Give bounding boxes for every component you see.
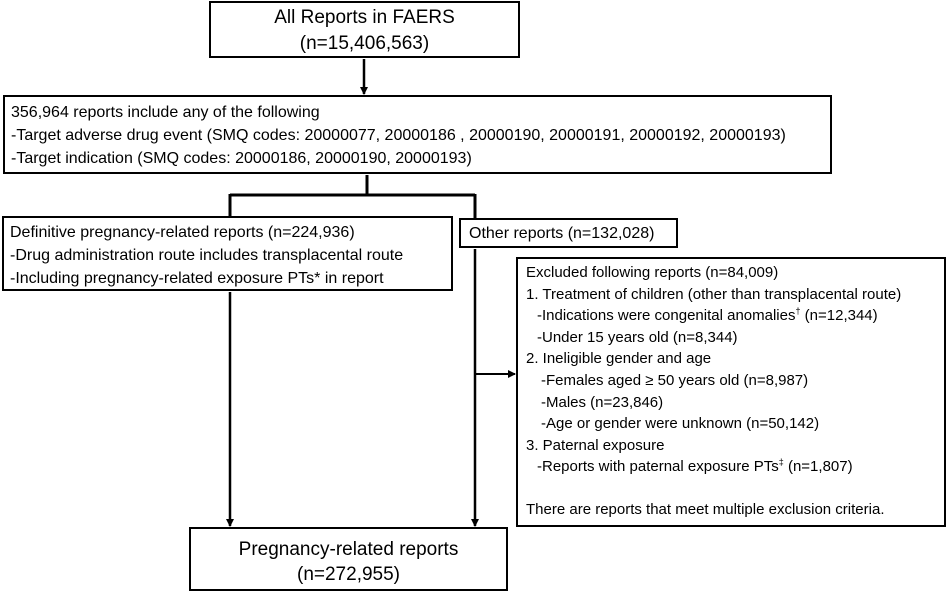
exclusion-paternal: 3. Paternal exposure (526, 436, 665, 454)
double-dagger-mark: ‡ (778, 457, 784, 468)
exclusion-under-15: -Under 15 years old (n=8,344) (537, 328, 738, 346)
exclusion-females-50: -Females aged ≥ 50 years old (n=8,987) (541, 371, 809, 389)
exclusion-gender-age: 2. Ineligible gender and age (526, 350, 712, 368)
excluded-reports-box: Excluded following reports (n=84,009) 1.… (516, 257, 946, 527)
other-reports-box: Other reports (n=132,028) (459, 218, 678, 248)
all-reports-count: (n=15,406,563) (299, 33, 430, 54)
exclusion-note: There are reports that meet multiple exc… (526, 500, 885, 518)
pregnancy-exposure-criterion: -Including pregnancy-related exposure PT… (10, 270, 384, 287)
pregnancy-related-count: (n=272,955) (297, 564, 400, 585)
definitive-reports-title: Definitive pregnancy-related reports (n=… (10, 224, 355, 241)
other-reports-title: Other reports (n=132,028) (469, 225, 655, 242)
pregnancy-related-title: Pregnancy-related reports (238, 539, 459, 560)
exclusion-children: 1. Treatment of children (other than tra… (526, 285, 902, 303)
included-reports-box: 356,964 reports include any of the follo… (3, 95, 832, 174)
exclusion-paternal-pts: -Reports with paternal exposure PTs‡ (n=… (526, 456, 944, 478)
exclusion-congenital-anomalies: -Indications were congenital anomalies† … (526, 305, 944, 327)
target-indication-criteria: -Target indication (SMQ codes: 20000186,… (11, 150, 472, 167)
included-reports-title: 356,964 reports include any of the follo… (11, 104, 320, 121)
dagger-mark: † (795, 306, 801, 317)
definitive-reports-box: Definitive pregnancy-related reports (n=… (2, 216, 453, 291)
exclusion-congenital-text: -Indications were congenital anomalies (537, 307, 796, 325)
transplacental-route-criterion: -Drug administration route includes tran… (10, 247, 404, 264)
exclusion-paternal-text: -Reports with paternal exposure PTs (537, 458, 779, 476)
excluded-title: Excluded following reports (n=84,009) (526, 264, 779, 281)
exclusion-males: -Males (n=23,846) (541, 393, 664, 411)
exclusion-congenital-count: (n=12,344) (800, 307, 878, 325)
exclusion-paternal-count: (n=1,807) (783, 458, 853, 476)
exclusion-unknown: -Age or gender were unknown (n=50,142) (541, 415, 820, 433)
all-reports-title: All Reports in FAERS (274, 7, 455, 28)
target-adverse-event-criteria: -Target adverse drug event (SMQ codes: 2… (11, 127, 786, 144)
pregnancy-related-box: Pregnancy-related reports (n=272,955) (189, 527, 508, 591)
all-reports-box: All Reports in FAERS (n=15,406,563) (209, 1, 520, 58)
